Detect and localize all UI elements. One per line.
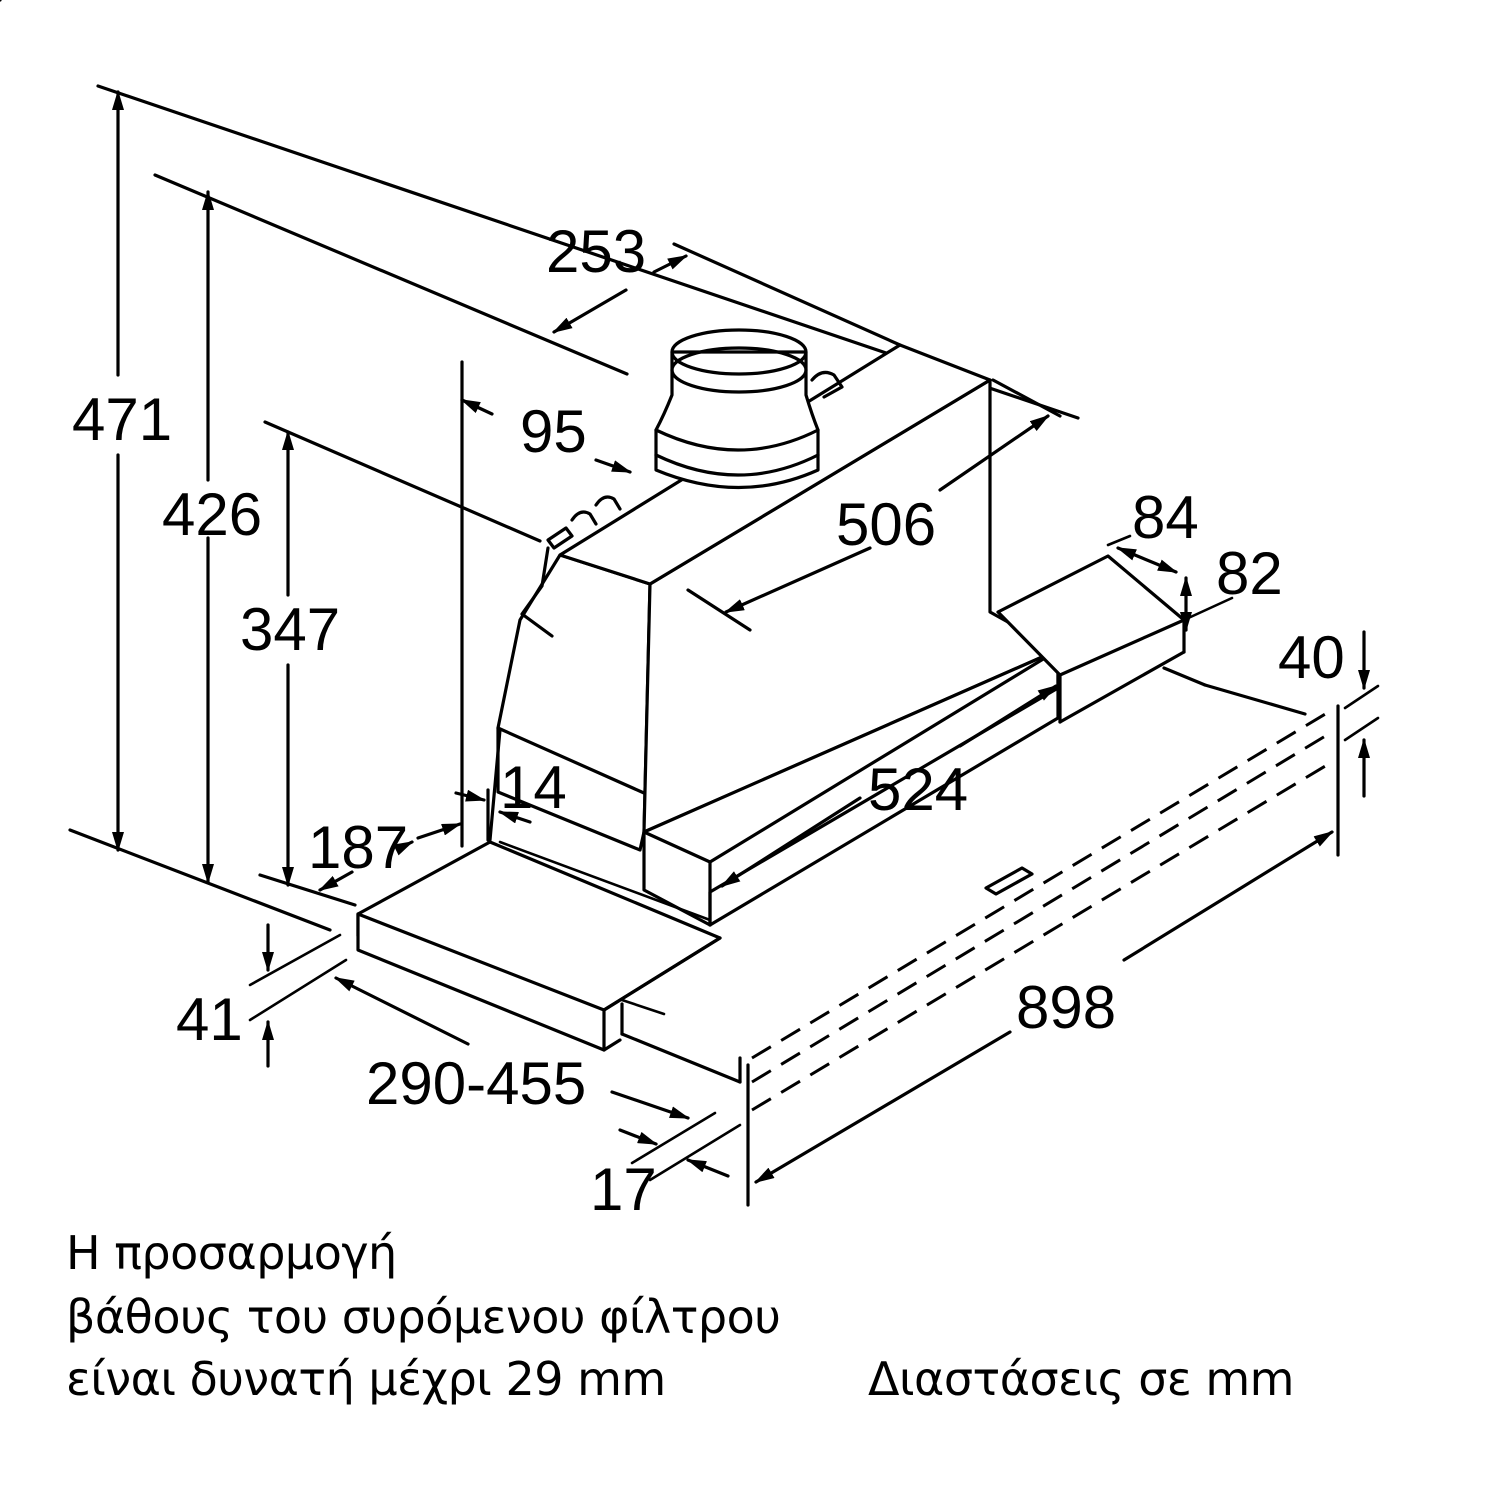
dim-duct-offset-side: 95 [460, 398, 632, 474]
dim-41-label: 41 [176, 986, 243, 1053]
dim-347-label: 347 [240, 596, 340, 663]
dim-pullout-range: 290-455 [334, 976, 690, 1120]
dim-height-to-duct: 426 [162, 190, 262, 884]
dim-17-label: 17 [590, 1156, 657, 1223]
note-line-2: βάθους του συρόμενου φίλτρου [66, 1290, 781, 1344]
dim-total-height: 471 [72, 90, 172, 852]
dim-40-label: 40 [1278, 624, 1345, 691]
units-note: Διαστάσεις σε mm [868, 1352, 1295, 1406]
dim-total-width: 898 [754, 830, 1334, 1184]
dim-front-panel-left: 41 [176, 923, 348, 1068]
dim-524-label: 524 [868, 756, 968, 823]
pullout-filter [356, 840, 742, 1084]
dim-housing-height: 347 [240, 430, 340, 887]
dim-side-block: 84 82 [1116, 484, 1283, 632]
dim-253-label: 253 [546, 218, 646, 285]
dim-front-lip: 17 [590, 1111, 742, 1223]
dim-95-label: 95 [520, 398, 587, 465]
duct-collar [520, 328, 844, 638]
dim-14-label: 14 [500, 754, 567, 821]
dim-290-455-label: 290-455 [366, 1050, 586, 1117]
dim-filter-offsets: 187 14 [308, 754, 567, 892]
dim-84-label: 84 [1132, 484, 1199, 551]
dim-duct-offset-top: 253 [546, 218, 688, 334]
front-panel-outline [746, 704, 1340, 1207]
dim-898-label: 898 [1016, 974, 1116, 1041]
dim-426-label: 426 [162, 481, 262, 548]
dim-506-label: 506 [836, 491, 936, 558]
dim-187-label: 187 [308, 814, 408, 881]
note-line-3: είναι δυνατή μέχρι 29 mm [66, 1352, 666, 1406]
dim-82-label: 82 [1216, 540, 1283, 607]
note-line-1: Η προσαρμογή [66, 1226, 397, 1280]
dim-471-label: 471 [72, 386, 172, 453]
dim-housing-depth: 506 [686, 414, 1050, 632]
dim-housing-width: 524 [720, 684, 1058, 888]
dim-front-panel-right: 40 [1278, 624, 1380, 798]
